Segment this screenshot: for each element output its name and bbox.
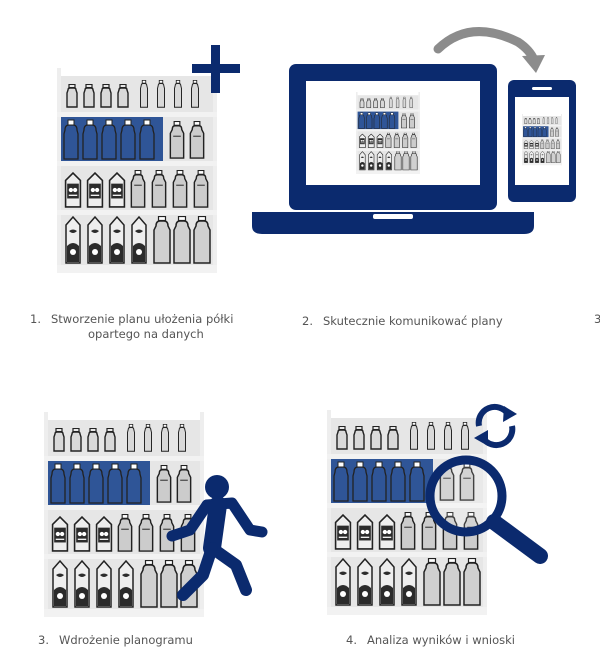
step-1-title-line2: opartego na danych [88, 327, 204, 341]
laptop-icon [252, 64, 534, 234]
step-4-caption: 4. Analiza wyników i wnioski [346, 633, 515, 648]
step-3-title: Wdrożenie planogramu [58, 633, 193, 647]
step-3-number: 3. [38, 633, 49, 647]
step-2-caption: 2. Skutecznie komunikować plany [302, 314, 503, 329]
edge-fragment-number: 3 [594, 312, 600, 326]
step-4-number: 4. [346, 633, 357, 647]
walking-person-icon [166, 475, 268, 601]
sync-arrow-icon [433, 27, 545, 73]
panel-1-shelf [57, 68, 217, 273]
step-1-number: 1. [30, 312, 41, 326]
plus-icon [192, 45, 240, 93]
panel-3-shelf [44, 412, 204, 617]
step-2-title: Skutecznie komunikować plany [322, 314, 503, 328]
magnifier-icon [425, 455, 548, 564]
phone-icon [508, 80, 576, 202]
refresh-icon [474, 403, 517, 449]
step-2-number: 2. [302, 314, 313, 328]
step-3-caption: 3. Wdrożenie planogramu [38, 633, 193, 648]
step-1-caption: 1. Stworzenie planu ułożenia półki [30, 312, 233, 327]
step-1-title-line1: Stworzenie planu ułożenia półki [50, 312, 234, 326]
step-1-caption-line2: opartego na danych [88, 327, 204, 342]
step-4-title: Analiza wyników i wnioski [366, 633, 515, 647]
